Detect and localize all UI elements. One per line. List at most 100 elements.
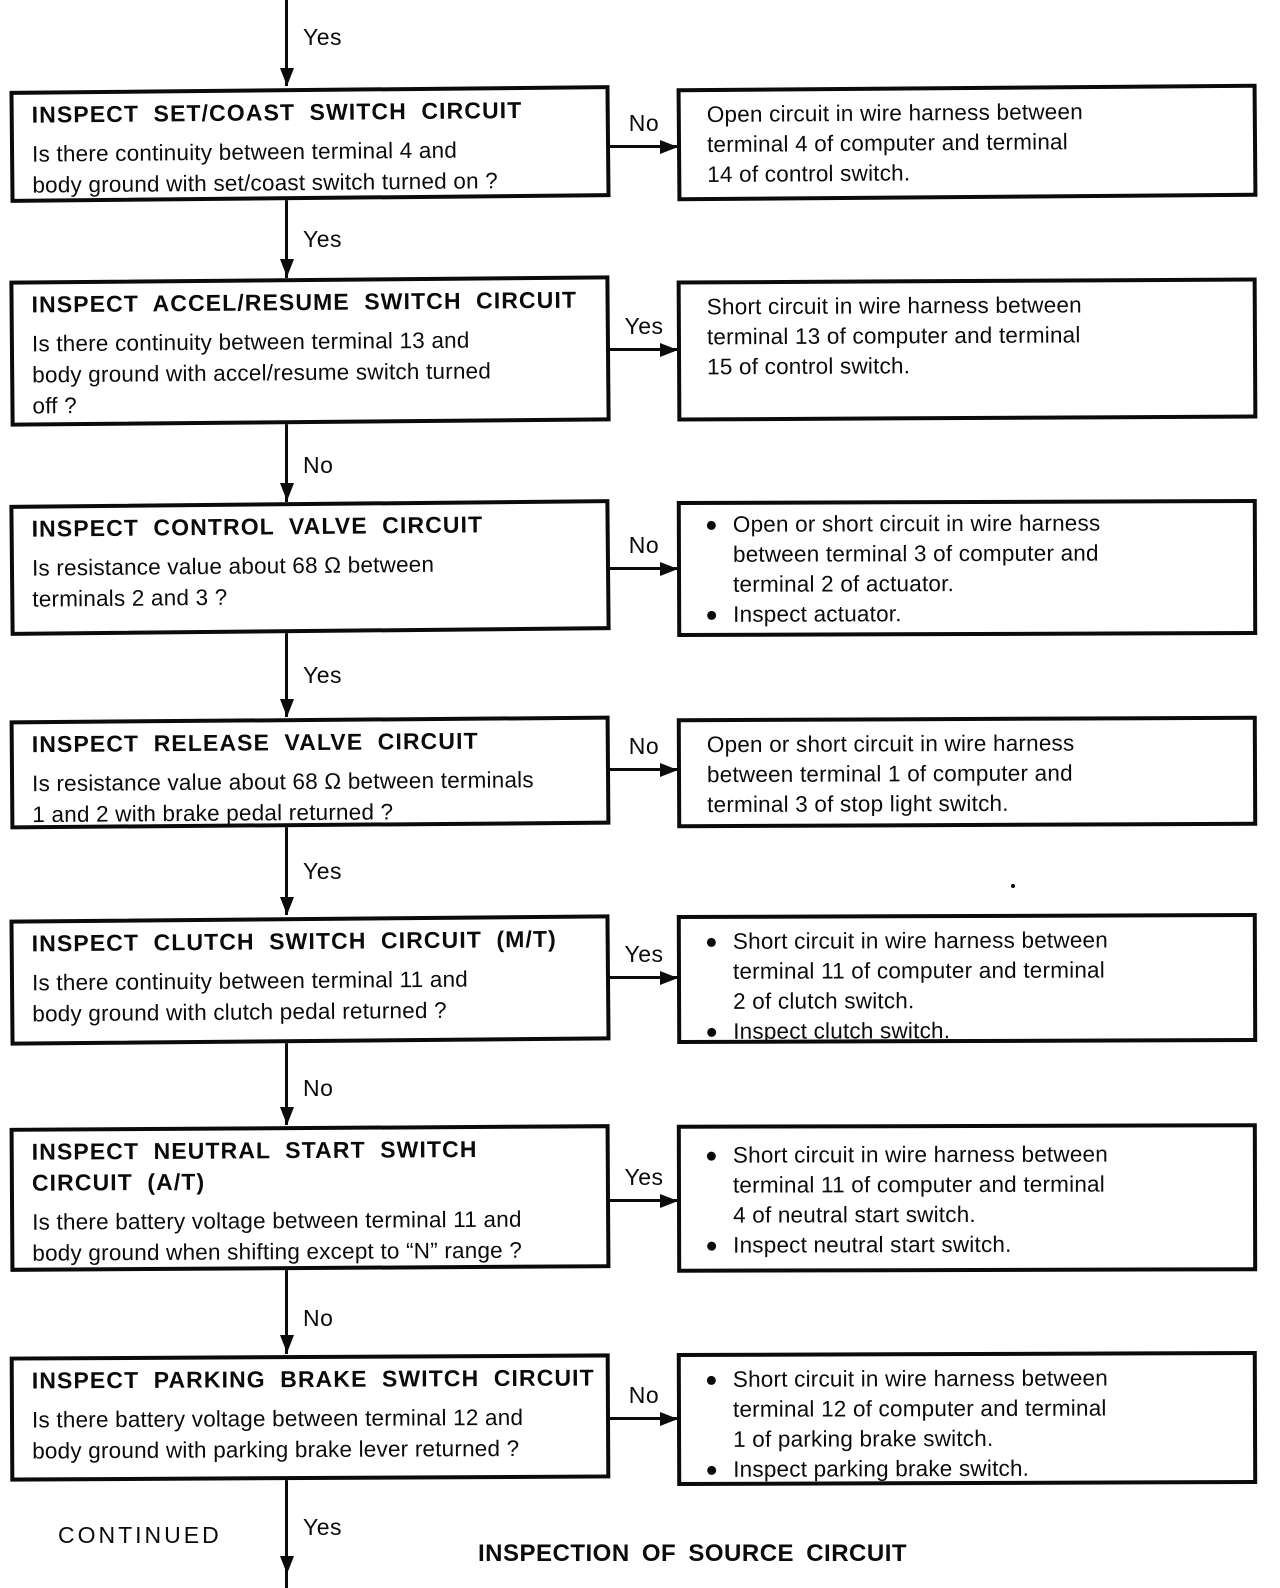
connector-label: Yes [303,858,343,884]
question-title: INSPECT SET/COAST SWITCH CIRCUIT [31,96,523,128]
question-text-line: Is there battery voltage between termina… [31,1404,524,1433]
question-text-line: 1 and 2 with brake pedal returned ? [32,799,394,828]
question-text-line: terminals 2 and 3 ? [32,584,228,612]
connector-line [608,145,678,148]
branch-label: Yes [624,941,664,967]
bullet-item: Short circuit in wire harness between te… [707,925,1245,1017]
arrow-down-icon [280,259,294,277]
result-text-line: Short circuit in wire harness between [732,927,1108,954]
bullet-item: Inspect clutch switch. [707,1015,1245,1047]
question-box-neutral-start-switch: INSPECT NEUTRAL START SWITCH CIRCUIT (A/… [9,1124,611,1272]
branch-label: No [628,110,660,136]
question-title: INSPECT PARKING BRAKE SWITCH CIRCUIT [31,1364,595,1394]
arrow-right-icon [660,971,678,985]
question-title: INSPECT RELEASE VALVE CIRCUIT [31,727,479,758]
bullet-item: Inspect parking brake switch. [707,1453,1245,1485]
connector-line [608,567,678,570]
bullet-item: Inspect neutral start switch. [707,1229,1245,1260]
question-text-line: Is there battery voltage between termina… [32,1206,522,1235]
connector-line [285,0,288,86]
question-box-release-valve: INSPECT RELEASE VALVE CIRCUIT Is resista… [9,715,611,830]
question-text-line: body ground with set/coast switch turned… [32,168,498,198]
result-text-line: terminal 2 of actuator. [733,571,955,597]
scan-artifact-dot [1011,884,1015,888]
page-title: INSPECTION OF SOURCE CIRCUIT [478,1540,908,1567]
connector-line [608,976,678,979]
connector-line [285,1043,288,1125]
arrow-right-icon [660,562,678,576]
arrow-down-icon [280,1107,294,1125]
result-text-line: 2 of clutch switch. [733,988,915,1014]
result-text-line: terminal 11 of computer and terminal [732,1171,1105,1198]
question-box-clutch-switch: INSPECT CLUTCH SWITCH CIRCUIT (M/T) Is t… [9,914,611,1046]
connector-line [285,827,288,915]
question-title: INSPECT ACCEL/RESUME SWITCH CIRCUIT [31,286,578,318]
result-text-line: terminal 3 of stop light switch. [707,790,1009,818]
connector-label: Yes [303,24,343,50]
question-text-line: Is there continuity between terminal 13 … [31,327,470,357]
result-text-line: Open or short circuit in wire harness [732,510,1101,537]
connector-label: Yes [303,662,343,688]
result-text-line: 15 of control switch. [707,353,911,380]
result-box: Short circuit in wire harness between te… [676,912,1258,1047]
result-box: Open circuit in wire harness between ter… [676,83,1258,202]
result-box: Short circuit in wire harness between te… [676,277,1258,422]
bullet-item: Open or short circuit in wire harness be… [707,508,1245,600]
bullet-item: Short circuit in wire harness between te… [707,1363,1245,1455]
continued-label: CONTINUED [58,1522,222,1548]
result-text-line: terminal 12 of computer and terminal [732,1395,1107,1422]
question-title: INSPECT CONTROL VALVE CIRCUIT [31,511,484,542]
result-text-line: Inspect neutral start switch. [733,1231,1012,1258]
arrow-right-icon [660,343,678,357]
connector-label: Yes [303,1514,343,1540]
result-text-line: terminal 11 of computer and terminal [732,957,1105,984]
question-text-line: Is resistance value about 68 Ω between t… [31,767,534,797]
connector-line [608,348,678,351]
connector-line [285,422,288,502]
connector-line [285,1480,288,1588]
result-text-line: 1 of parking brake switch. [733,1425,994,1452]
arrow-down-icon [280,68,294,86]
arrow-right-icon [660,1412,678,1426]
connector-line [285,633,288,717]
result-text-line: 4 of neutral start switch. [733,1201,976,1228]
connector-line [608,1199,678,1202]
result-text-line: terminal 4 of computer and terminal [706,129,1069,158]
question-title: CIRCUIT (A/T) [31,1168,206,1196]
arrow-down-icon [280,1335,294,1353]
question-text-line: body ground with clutch pedal returned ? [32,997,447,1027]
result-box: Short circuit in wire harness between te… [676,1350,1258,1487]
connector-label: Yes [303,226,343,252]
question-text-line: body ground when shifting except to “N” … [32,1237,523,1266]
question-box-set-coast-switch: INSPECT SET/COAST SWITCH CIRCUIT Is ther… [9,85,611,203]
result-text-line: between terminal 1 of computer and [706,760,1073,788]
connector-label: No [303,452,334,478]
result-text-line: Open or short circuit in wire harness [706,730,1075,758]
result-box: Short circuit in wire harness between te… [676,1123,1258,1273]
arrow-down-icon [280,897,294,915]
arrow-right-icon [660,140,678,154]
branch-label: No [628,532,660,558]
connector-label: No [303,1075,334,1101]
question-title: INSPECT NEUTRAL START SWITCH [31,1135,478,1165]
arrow-down-icon [280,699,294,717]
arrow-down-icon [280,483,294,501]
arrow-down-icon [280,1556,294,1574]
connector-line [608,1417,678,1420]
result-text-line: Inspect actuator. [733,601,902,627]
result-text-line: Open circuit in wire harness between [706,99,1083,128]
connector-line [285,1268,288,1354]
question-text-line: body ground with accel/resume switch tur… [32,358,492,388]
result-text-line: Short circuit in wire harness between [706,292,1082,320]
result-text-line: Inspect clutch switch. [733,1018,951,1044]
result-text-line: 14 of control switch. [707,160,911,188]
result-text-line: terminal 13 of computer and terminal [706,322,1081,350]
question-text-line: Is there continuity between terminal 11 … [31,966,469,996]
question-text-line: off ? [32,393,77,419]
branch-label: No [628,1382,660,1408]
result-text-line: between terminal 3 of computer and [732,540,1099,567]
result-box: Open or short circuit in wire harness be… [676,498,1258,638]
bullet-item: Inspect actuator. [707,598,1245,630]
connector-line [608,768,678,771]
